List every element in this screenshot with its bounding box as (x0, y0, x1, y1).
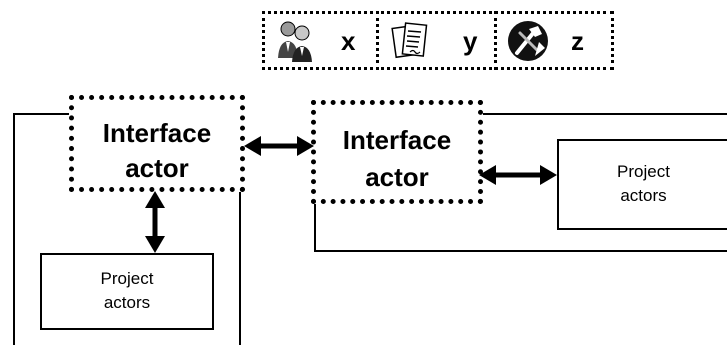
legend-cell-y: y (376, 11, 497, 70)
left-container-right-line (239, 190, 241, 345)
left-container-left-line (13, 113, 15, 345)
project-actors-right-line2: actors (620, 186, 667, 205)
legend-letter-x: x (341, 26, 356, 56)
right-container-bottom-line (314, 250, 727, 252)
people-icon (278, 21, 312, 62)
interface-actor-right: Interface actor (311, 100, 483, 204)
documents-icon (391, 22, 428, 59)
legend-cell-x: x (262, 11, 379, 70)
project-actors-right: Project actors (557, 139, 727, 230)
legend-letter-z: z (571, 26, 584, 56)
interface-actor-right-line1: Interface (342, 125, 452, 155)
project-actors-left: Project actors (40, 253, 214, 330)
left-container-top-line (13, 113, 73, 115)
arrow-interface-to-project-right (479, 165, 557, 185)
project-actors-left-line2: actors (103, 293, 151, 312)
project-actors-left-line1: Project (100, 269, 154, 288)
tools-icon (508, 21, 548, 61)
legend-letter-y: y (463, 26, 478, 56)
arrow-interface-to-interface (244, 136, 314, 156)
interface-actor-left-line1: Interface (102, 118, 212, 148)
interface-actor-left-line2: actor (125, 153, 189, 183)
project-actors-right-line1: Project (617, 162, 670, 181)
interface-actor-right-line2: actor (365, 162, 429, 192)
legend: x y z (262, 11, 614, 70)
right-container-left-line (314, 200, 316, 252)
arrow-interface-to-project-left (145, 191, 165, 253)
legend-cell-z: z (494, 11, 614, 70)
interface-actor-left: Interface actor (69, 95, 245, 192)
right-container-top-line (480, 113, 727, 115)
